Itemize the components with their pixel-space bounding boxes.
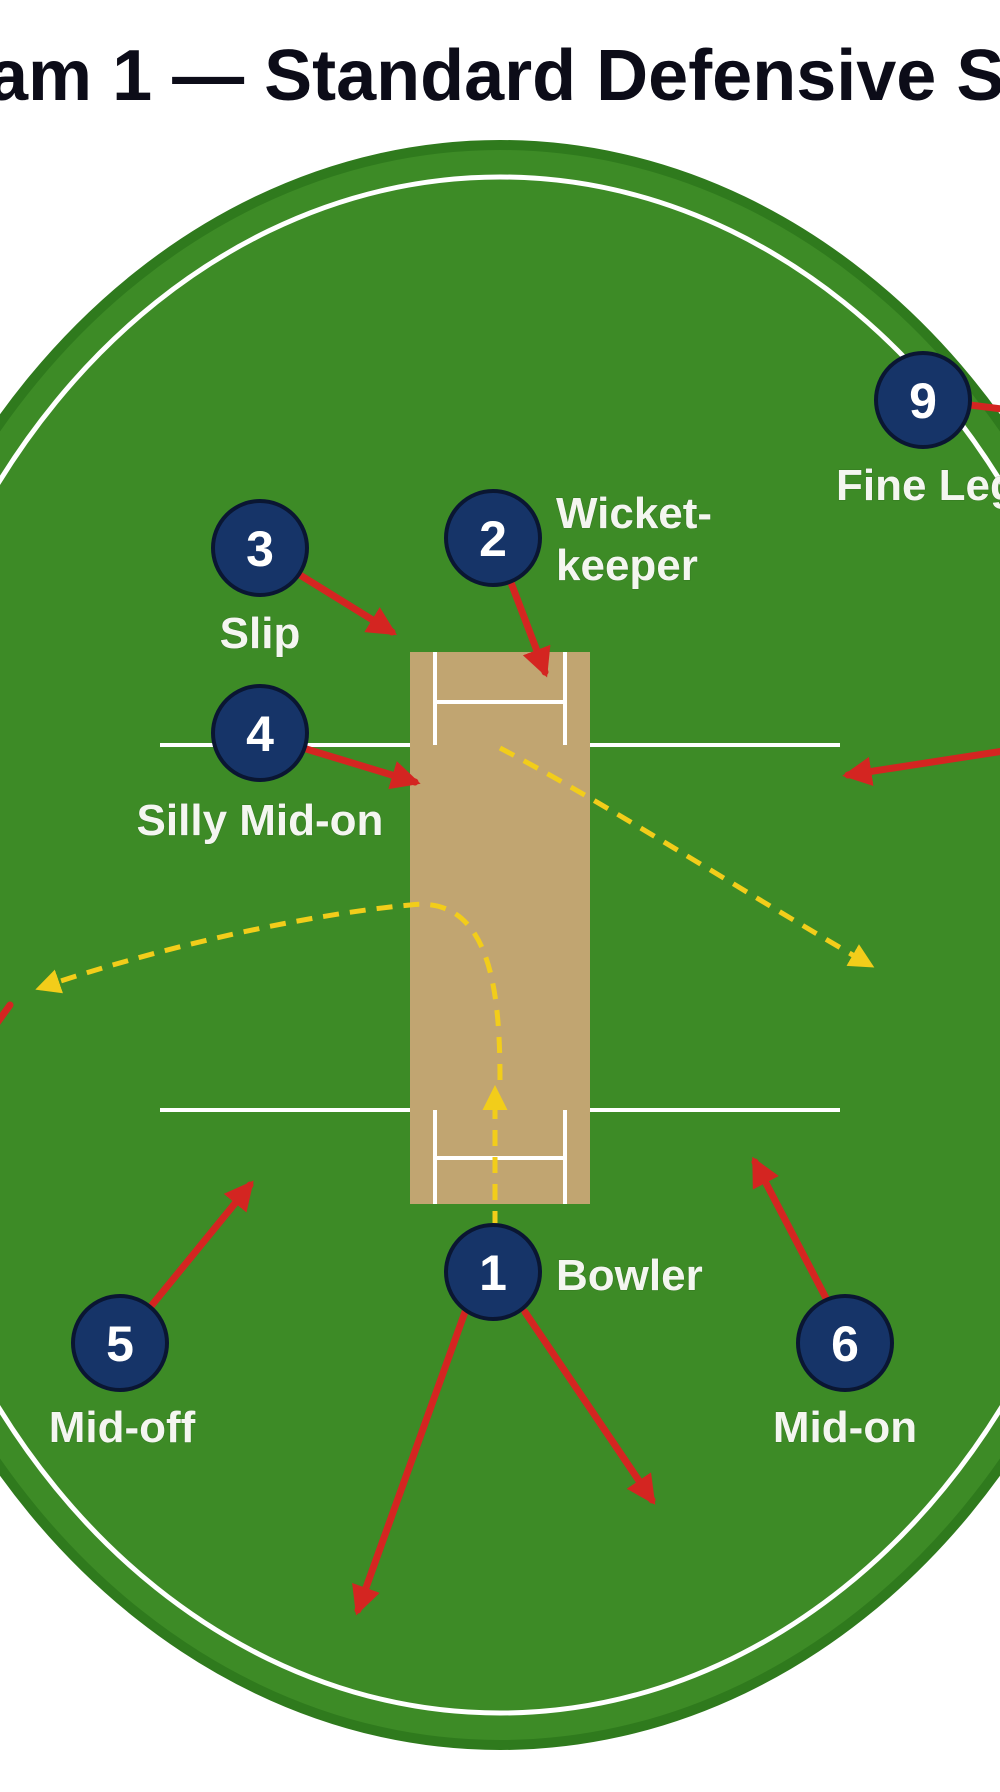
fielder-6-circle: [796, 1294, 894, 1392]
diagram-title: am 1 — Standard Defensive Spin: [0, 36, 1000, 116]
arrow-fine-leg-in: [842, 748, 1000, 786]
fielder-6-marker: 6: [796, 1294, 894, 1392]
fielder-9-number: 9: [909, 373, 937, 429]
fielder-2-circle: [444, 489, 542, 587]
arrow-fine-leg: [966, 401, 1000, 413]
fielder-4-number: 4: [246, 706, 274, 762]
label-mid-on: Mid-on: [773, 1403, 917, 1452]
fielder-1-marker: 1: [444, 1223, 542, 1321]
arrow-wicketkeeper: [506, 576, 551, 678]
label-mid-off: Mid-off: [49, 1403, 196, 1452]
ball-paths: [35, 745, 875, 1227]
fielder-5-number: 5: [106, 1316, 134, 1372]
fielder-9-circle: [874, 351, 972, 449]
arrow-bowler-left: [352, 1308, 469, 1616]
fielder-6-number: 6: [831, 1316, 859, 1372]
fielder-5-marker: 5: [71, 1294, 169, 1392]
fielder-2-marker: 2: [444, 489, 542, 587]
fielder-3-marker: 3: [211, 499, 309, 597]
pitch-markings-bottom: [433, 1110, 567, 1204]
fielder-9-marker: 9: [874, 351, 972, 449]
fielder-4-circle: [211, 684, 309, 782]
arrow-left-edge: [0, 1001, 14, 1025]
label-wicketkeeper-line-1: Wicket-: [556, 489, 712, 538]
label-slip: Slip: [220, 609, 301, 658]
arrow-mid-off: [148, 1180, 254, 1309]
arrow-mid-on: [751, 1156, 832, 1306]
ball-path-leg-side: [35, 901, 503, 1081]
label-silly-mid-on: Silly Mid-on: [137, 796, 384, 845]
fielder-4-marker: 4: [211, 684, 309, 782]
movement-arrows: [0, 401, 1000, 1616]
fielder-1-number: 1: [479, 1245, 507, 1301]
arrow-silly-mid-on: [299, 744, 421, 790]
arrow-bowler-right: [521, 1308, 656, 1505]
fielder-2-number: 2: [479, 511, 507, 567]
ball-path-off-side: [498, 745, 875, 968]
fielder-1-circle: [444, 1223, 542, 1321]
boundary-rope: [0, 174, 1000, 1716]
label-wicketkeeper-line-2: keeper: [556, 541, 698, 590]
fielder-5-circle: [71, 1294, 169, 1392]
label-fine-leg: Fine Leg: [836, 461, 1000, 510]
label-bowler: Bowler: [556, 1251, 703, 1300]
fielder-3-number: 3: [246, 521, 274, 577]
pitch: [410, 652, 590, 1204]
pitch-markings-top: [433, 652, 567, 745]
fielder-3-circle: [211, 499, 309, 597]
arrow-slip: [296, 571, 397, 636]
